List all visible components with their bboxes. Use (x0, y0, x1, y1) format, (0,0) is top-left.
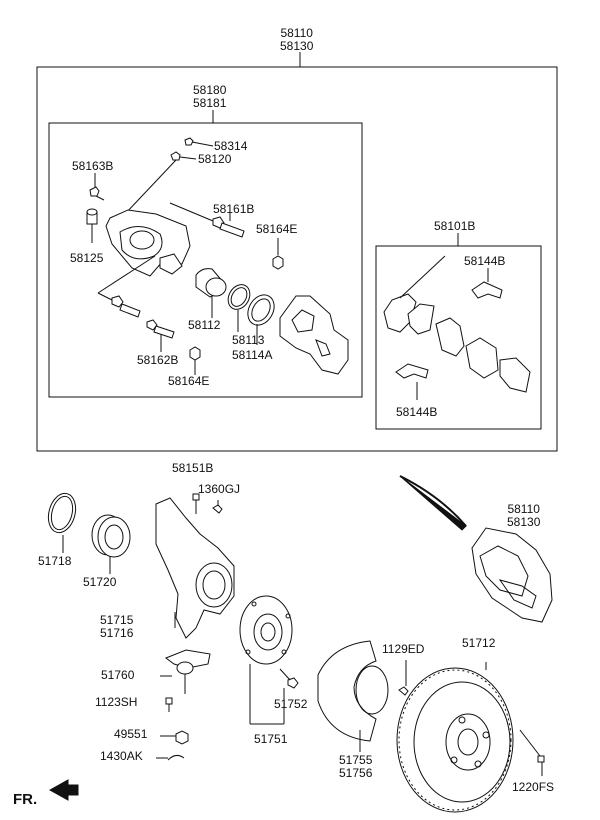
part-label-58151B: 58151B (172, 461, 214, 475)
cap-58120-icon (170, 151, 197, 161)
right-assembly-part-number: 58110 58130 (507, 503, 540, 529)
caliper-part-number: 58180 58181 (193, 84, 226, 110)
snap-ring-51718-icon (47, 492, 77, 553)
bolt-58151B-icon (192, 493, 223, 514)
part-label-58110: 58110 (280, 26, 313, 40)
part-label-51755: 51755 (339, 753, 373, 767)
part-label-1220FS: 1220FS (512, 780, 555, 794)
outer-assembly-frame (36, 66, 558, 452)
part-label-58125: 58125 (70, 251, 104, 265)
seal-58113-icon (227, 284, 251, 332)
part-label-58144B-bottom: 58144B (396, 405, 438, 419)
part-label-58180: 58180 (193, 83, 227, 97)
part-label-51716: 51716 (100, 626, 134, 640)
screw-1129ED-icon (398, 660, 409, 696)
part-label-1129ED: 1129ED (382, 642, 425, 656)
hub-bolt-51752-icon (279, 668, 299, 689)
part-label-58112: 58112 (188, 318, 221, 332)
part-label-51718: 51718 (38, 554, 72, 568)
bleeder-58163B-icon (89, 173, 105, 201)
part-label-58144B-top: 58144B (464, 254, 506, 268)
part-label-51720: 51720 (83, 575, 117, 589)
part-label-58163B: 58163B (72, 159, 114, 173)
caliper-kit-frame (48, 122, 363, 398)
part-label-58130: 58130 (280, 39, 314, 53)
part-label-58162B: 58162B (137, 353, 179, 367)
cap-58164E-lower-icon (189, 346, 201, 375)
cotter-pin-1430AK-icon (156, 754, 185, 761)
part-label-51715: 51715 (100, 613, 134, 627)
part-label-1123SH: 1123SH (95, 695, 138, 709)
part-label-51760: 51760 (101, 668, 135, 682)
part-label-58114A: 58114A (232, 348, 273, 362)
guide-bolt-58161B-icon (169, 202, 245, 238)
screw-1220FS-icon (519, 729, 545, 776)
hub-51751-icon (239, 595, 293, 725)
nut-49551-icon (160, 730, 189, 745)
bolt-58314-icon (184, 137, 214, 147)
part-label-58130-right: 58130 (507, 515, 541, 529)
dust-cover-part-number: 51755 51756 (339, 754, 372, 780)
part-label-1430AK: 1430AK (100, 749, 143, 763)
part-label-51752: 51752 (274, 697, 308, 711)
front-direction-label: FR. (13, 791, 38, 808)
part-label-58314: 58314 (214, 139, 248, 153)
assembly-part-number: 58110 58130 (280, 27, 313, 53)
fr-arrow-icon (48, 779, 79, 801)
part-label-58181: 58181 (193, 96, 227, 110)
boot-58114A-icon (247, 294, 275, 345)
part-label-58164E: 58164E (256, 222, 298, 236)
part-label-51712: 51712 (462, 636, 496, 650)
part-label-58161B: 58161B (213, 202, 255, 216)
part-label-58110-right: 58110 (507, 502, 540, 516)
guide-bolts-58162B-icon (97, 255, 175, 352)
part-label-49551: 49551 (114, 727, 148, 741)
bolt-1123SH-icon (165, 697, 173, 712)
caliper-body-icon (105, 209, 191, 277)
part-label-58120: 58120 (198, 152, 232, 166)
brake-pads-icon (383, 255, 531, 400)
cap-58164E-icon (272, 238, 284, 270)
part-label-51756: 51756 (339, 766, 373, 780)
part-label-1360GJ: 1360GJ (198, 482, 241, 496)
knuckle-51715-icon (155, 497, 235, 639)
pin-cap-58125-icon (86, 208, 98, 243)
part-label-58164E-lower: 58164E (168, 374, 210, 388)
knuckle-part-number: 51715 51716 (100, 614, 133, 640)
ball-joint-51760-icon (160, 649, 211, 694)
part-label-58101B: 58101B (434, 219, 476, 233)
piston-58112-icon (195, 268, 227, 318)
part-label-58113: 58113 (232, 333, 265, 347)
dust-cover-51755-icon (317, 640, 389, 752)
wheel-bearing-51720-icon (91, 514, 131, 574)
disc-51712-icon (396, 662, 514, 813)
part-label-51751: 51751 (254, 732, 288, 746)
bracket-icon (279, 295, 349, 375)
caliper-assembly-icon (399, 475, 553, 623)
